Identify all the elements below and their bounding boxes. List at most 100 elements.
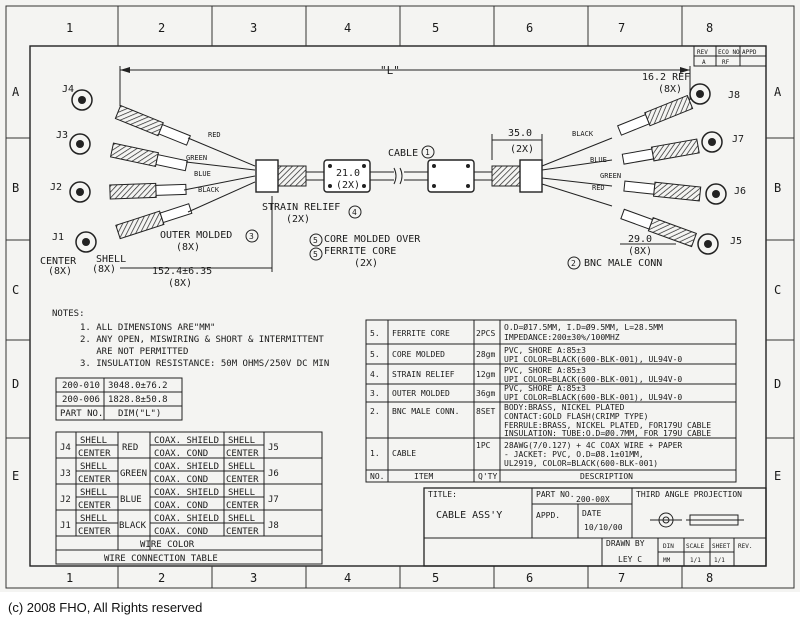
shell-count: (8X): [92, 264, 116, 275]
outer-molded-boot: [623, 180, 656, 195]
projection-label: THIRD ANGLE PROJECTION: [636, 490, 742, 499]
bom-qty: 1PC: [476, 441, 491, 450]
col-label: 6: [526, 21, 533, 35]
bnc-pin-icon: [78, 96, 86, 104]
wire-connection-table: J4 SHELL CENTER RED COAX. SHIELD COAX. C…: [55, 431, 323, 565]
connector-label: J1: [52, 232, 64, 243]
bnc-body: [652, 181, 702, 202]
dim-35-value: 35.0: [508, 128, 532, 139]
wire-center: CENTER: [226, 449, 259, 459]
callout-number: 5: [313, 250, 318, 259]
col-label: 7: [618, 571, 625, 585]
wire-color-label: RED: [592, 184, 605, 192]
bom-header: ITEM: [414, 472, 433, 481]
bnc-body: [647, 217, 698, 248]
strain-relief-left: [255, 159, 324, 193]
dim-21: 21.0: [336, 168, 360, 179]
din-value: MM: [663, 557, 671, 564]
bom-item: CORE MOLDED: [392, 350, 445, 359]
scale-label: SCALE: [686, 543, 704, 550]
wire-color-label: GREEN: [186, 154, 207, 162]
col-label: 8: [706, 21, 713, 35]
wire-color-label: BLACK: [572, 130, 594, 138]
bom-no: 5.: [370, 329, 380, 338]
left-connectors: [69, 89, 256, 253]
bnc-pin-icon: [76, 140, 84, 148]
rev-header: APPD: [742, 49, 757, 56]
wire-jr: J6: [268, 469, 279, 479]
bom-desc: UPI COLOR=BLACK(600-BLK-001), UL94V-0: [504, 393, 682, 402]
dim-35: [491, 134, 543, 160]
bnc-connector-icon: [689, 83, 711, 105]
outer-molded-count: (8X): [176, 242, 200, 253]
shell-label: SHELL: [96, 254, 126, 265]
bnc-male-callout: BNC MALE CONN: [584, 258, 662, 269]
bom-qty: 8SET: [476, 407, 495, 416]
rev-label: REV.: [738, 543, 752, 550]
bom-desc: 28AWG(7/0.127) + 4C COAX WIRE + PAPER: [504, 441, 682, 450]
callout-bubble: [309, 247, 323, 261]
note-line: 1. ALL DIMENSIONS ARE"MM": [80, 323, 215, 333]
callout-number: 1: [425, 148, 430, 157]
wire-center: CENTER: [78, 475, 111, 485]
callout-number: 5: [313, 236, 318, 245]
bom-desc: O.D=Ø17.5MM, I.D=Ø9.5MM, L=28.5MM: [504, 322, 663, 332]
title-label: TITLE:: [428, 490, 457, 499]
bom-desc: BODY:BRASS, NICKEL PLATED: [504, 403, 625, 412]
bom-desc: UPI COLOR=BLACK(600-BLK-001), UL94V-0: [504, 355, 682, 364]
bom-desc: - JACKET: PVC, O.D=Ø8.1±01MM,: [504, 449, 644, 459]
part-header: PART NO.: [60, 409, 103, 419]
callout-bubble: [421, 145, 435, 159]
rev-header: REV: [697, 49, 708, 56]
wire-shell: SHELL: [80, 436, 107, 446]
outer-molded-boot: [621, 148, 655, 165]
bom-no: 5.: [370, 350, 380, 359]
col-label: 8: [706, 571, 713, 585]
cable-callout: CABLE: [388, 148, 418, 159]
dim-152: [120, 196, 273, 272]
title-block: TITLE: CABLE ASS'Y PART NO. 200-00X APPD…: [423, 487, 767, 567]
outer-molded-boot: [617, 113, 650, 136]
dim-21-count: (2X): [336, 180, 360, 191]
bom-desc: PVC, SHORE A:85±3: [504, 384, 586, 393]
bom-desc: PVC, SHORE A:85±3: [504, 346, 586, 355]
outer-molded-boot: [155, 183, 187, 196]
bnc-body: [115, 210, 165, 240]
part-length: 1828.8±50.8: [108, 395, 168, 405]
dim-152-count: (8X): [168, 278, 192, 289]
bom-qty: 28gm: [476, 350, 495, 359]
bom-qty: 12gm: [476, 370, 495, 379]
ref-count: (8X): [658, 84, 682, 95]
drawing-title: CABLE ASS'Y: [436, 510, 502, 521]
main-cable: [370, 167, 428, 185]
connector-label: J3: [56, 130, 68, 141]
wire-center: CENTER: [78, 501, 111, 511]
bom-item: CABLE: [392, 449, 416, 458]
row-label: E: [774, 469, 781, 483]
bom-header: DESCRIPTION: [580, 472, 633, 481]
connector-label: J5: [730, 236, 742, 247]
callout-number: 4: [352, 208, 357, 217]
bnc-connector-icon: [69, 133, 91, 155]
bnc-pin-icon: [708, 138, 716, 146]
connector-label: J4: [62, 84, 74, 95]
bnc-pin-icon: [704, 240, 712, 248]
core-count: (2X): [354, 258, 378, 269]
projection-symbol-icon: [650, 512, 744, 528]
bom-no: 3.: [370, 389, 380, 398]
col-label: 7: [618, 21, 625, 35]
drawn-by-label: DRAWN BY: [606, 539, 645, 548]
wire-shell: SHELL: [80, 514, 107, 524]
row-label: D: [12, 377, 19, 391]
length-dimension: "L": [119, 64, 691, 106]
wire-coax-cond: COAX. COND: [154, 475, 208, 485]
bnc-connector-icon: [69, 181, 91, 203]
sheet-value: 1/1: [714, 557, 725, 564]
right-connectors: [541, 83, 727, 255]
col-label: 2: [158, 21, 165, 35]
bill-of-materials: 5. FERRITE CORE 2PCS O.D=Ø17.5MM, I.D=Ø9…: [365, 319, 737, 483]
ferrite-core-right: [427, 159, 492, 193]
bom-item: OUTER MOLDED: [392, 389, 450, 398]
bnc-connector-icon: [697, 233, 719, 255]
